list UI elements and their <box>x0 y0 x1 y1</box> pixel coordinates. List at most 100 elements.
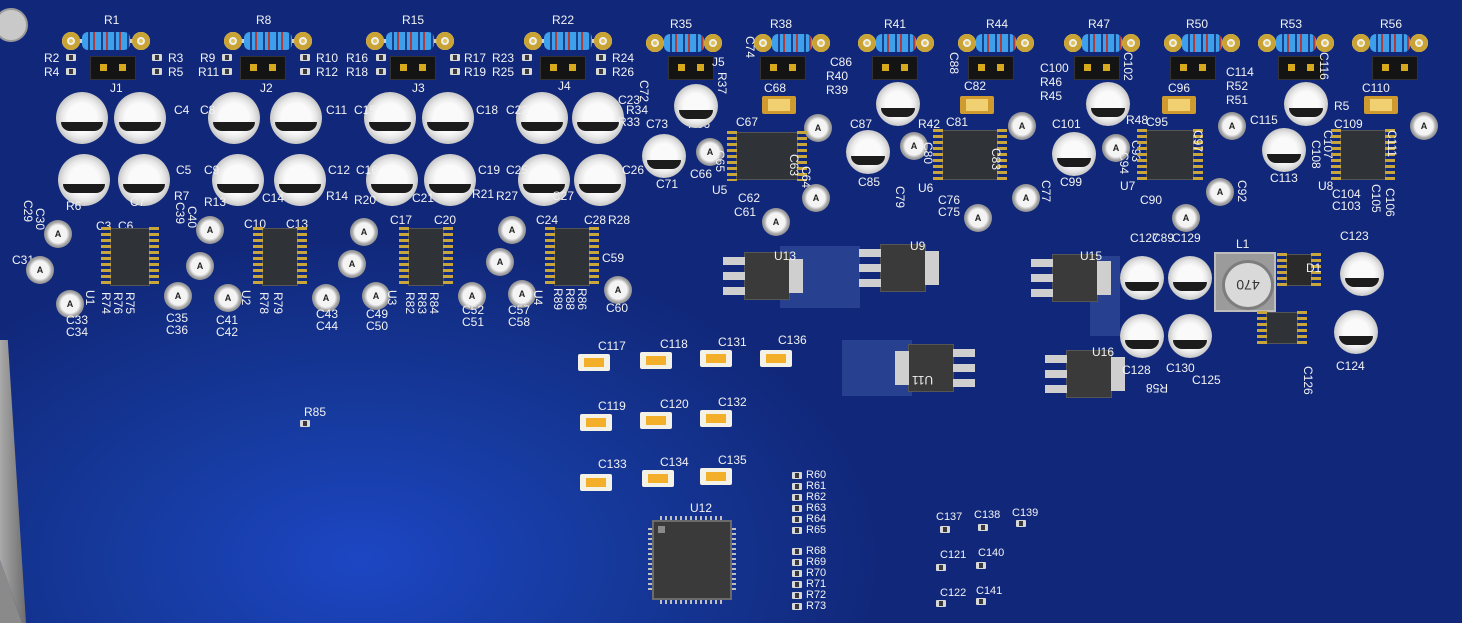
small-electrolytic[interactable]: A <box>1410 112 1438 140</box>
electrolytic-capacitor[interactable] <box>366 154 418 206</box>
resistor-r35[interactable] <box>646 34 722 52</box>
electrolytic-capacitor[interactable] <box>422 92 474 144</box>
small-electrolytic[interactable]: A <box>44 220 72 248</box>
resistor-r44[interactable] <box>958 34 1034 52</box>
electrolytic-capacitor[interactable] <box>1120 256 1164 300</box>
regulator-u9[interactable] <box>859 244 939 292</box>
small-electrolytic[interactable]: A <box>1172 204 1200 232</box>
electrolytic-capacitor[interactable] <box>518 154 570 206</box>
small-electrolytic[interactable]: A <box>802 184 830 212</box>
smd-capacitor[interactable] <box>580 474 612 491</box>
smd-capacitor[interactable] <box>642 470 674 487</box>
smd-capacitor[interactable] <box>1162 96 1196 114</box>
small-electrolytic[interactable]: A <box>1012 184 1040 212</box>
resistor-r22[interactable] <box>524 32 612 50</box>
smd-resistor[interactable] <box>596 54 606 61</box>
resistor-r56[interactable] <box>1352 34 1428 52</box>
electrolytic-capacitor[interactable] <box>424 154 476 206</box>
smd-resistor[interactable] <box>792 472 802 479</box>
smd-resistor[interactable] <box>792 505 802 512</box>
header-j9[interactable] <box>1074 56 1120 80</box>
smd-resistor[interactable] <box>792 559 802 566</box>
small-electrolytic[interactable]: A <box>508 280 536 308</box>
smd-resistor[interactable] <box>792 548 802 555</box>
resistor-r41[interactable] <box>858 34 934 52</box>
electrolytic-capacitor[interactable] <box>1340 252 1384 296</box>
smd-resistor[interactable] <box>222 54 232 61</box>
small-electrolytic[interactable]: A <box>900 132 928 160</box>
smd-resistor[interactable] <box>300 54 310 61</box>
small-electrolytic[interactable]: A <box>1008 112 1036 140</box>
header-j12[interactable] <box>1372 56 1418 80</box>
small-electrolytic[interactable]: A <box>362 282 390 310</box>
resistor-r50[interactable] <box>1164 34 1240 52</box>
electrolytic-capacitor[interactable] <box>274 154 326 206</box>
smd-capacitor[interactable] <box>976 598 986 605</box>
small-electrolytic[interactable]: A <box>604 276 632 304</box>
resistor-r15[interactable] <box>366 32 454 50</box>
electrolytic-capacitor[interactable] <box>118 154 170 206</box>
smd-capacitor[interactable] <box>940 526 950 533</box>
smd-resistor[interactable] <box>522 54 532 61</box>
smd-capacitor[interactable] <box>640 352 672 369</box>
header-j5[interactable] <box>668 56 714 80</box>
small-electrolytic[interactable]: A <box>56 290 84 318</box>
small-electrolytic[interactable]: A <box>338 250 366 278</box>
smd-capacitor[interactable] <box>978 524 988 531</box>
smd-capacitor[interactable] <box>936 600 946 607</box>
smd-resistor[interactable] <box>376 54 386 61</box>
smd-capacitor[interactable] <box>760 350 792 367</box>
smd-resistor[interactable] <box>222 68 232 75</box>
small-electrolytic[interactable]: A <box>804 114 832 142</box>
smd-capacitor[interactable] <box>960 96 994 114</box>
smd-capacitor[interactable] <box>640 412 672 429</box>
smd-resistor[interactable] <box>522 68 532 75</box>
small-electrolytic[interactable]: A <box>26 256 54 284</box>
diode-d1[interactable] <box>1277 253 1321 287</box>
smd-resistor[interactable] <box>792 516 802 523</box>
smd-capacitor[interactable] <box>976 562 986 569</box>
resistor-r47[interactable] <box>1064 34 1140 52</box>
smd-resistor[interactable] <box>152 68 162 75</box>
regulator-u13[interactable] <box>723 252 803 300</box>
header-j7[interactable] <box>872 56 918 80</box>
resistor-r38[interactable] <box>754 34 830 52</box>
ic-u5[interactable] <box>727 131 807 181</box>
smd-resistor[interactable] <box>792 527 802 534</box>
ic-controller[interactable] <box>1257 311 1307 345</box>
mcu-u12[interactable] <box>648 516 736 604</box>
electrolytic-capacitor[interactable] <box>58 154 110 206</box>
ic-u6[interactable] <box>933 129 1007 181</box>
smd-capacitor[interactable] <box>700 468 732 485</box>
header-j4[interactable] <box>540 56 586 80</box>
smd-resistor[interactable] <box>376 68 386 75</box>
small-electrolytic[interactable]: A <box>498 216 526 244</box>
small-electrolytic[interactable]: A <box>486 248 514 276</box>
smd-capacitor[interactable] <box>580 414 612 431</box>
electrolytic-capacitor[interactable] <box>114 92 166 144</box>
resistor-r53[interactable] <box>1258 34 1334 52</box>
electrolytic-capacitor[interactable] <box>1262 128 1306 172</box>
small-electrolytic[interactable]: A <box>1218 112 1246 140</box>
header-j8[interactable] <box>968 56 1014 80</box>
smd-resistor[interactable] <box>792 494 802 501</box>
small-electrolytic[interactable]: A <box>696 138 724 166</box>
header-j1[interactable] <box>90 56 136 80</box>
smd-resistor[interactable] <box>300 420 310 427</box>
small-electrolytic[interactable]: A <box>312 284 340 312</box>
electrolytic-capacitor[interactable] <box>1284 82 1328 126</box>
small-electrolytic[interactable]: A <box>964 204 992 232</box>
small-electrolytic[interactable]: A <box>1102 134 1130 162</box>
electrolytic-capacitor[interactable] <box>1334 310 1378 354</box>
ic-u3[interactable] <box>399 227 453 287</box>
smd-resistor[interactable] <box>66 54 76 61</box>
small-electrolytic[interactable]: A <box>196 216 224 244</box>
inductor-l1[interactable]: 470 <box>1214 252 1276 312</box>
small-electrolytic[interactable]: A <box>186 252 214 280</box>
electrolytic-capacitor[interactable] <box>212 154 264 206</box>
electrolytic-capacitor[interactable] <box>208 92 260 144</box>
smd-capacitor[interactable] <box>1016 520 1026 527</box>
small-electrolytic[interactable]: A <box>1206 178 1234 206</box>
ic-u4[interactable] <box>545 227 599 287</box>
electrolytic-capacitor[interactable] <box>674 84 718 128</box>
